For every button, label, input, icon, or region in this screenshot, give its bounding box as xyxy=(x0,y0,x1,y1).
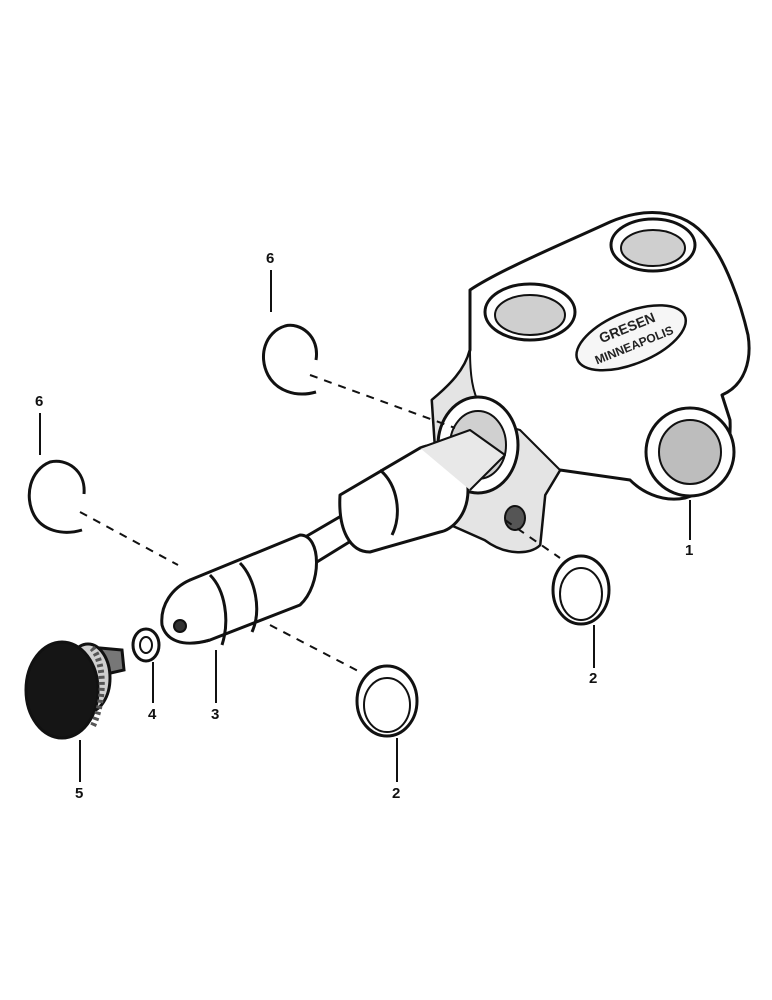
assembly-lines xyxy=(79,374,561,673)
callout-6-upper: 6 xyxy=(266,250,275,267)
seal-ring-right xyxy=(551,554,611,626)
callout-3: 3 xyxy=(211,706,220,723)
callout-6-left: 6 xyxy=(35,393,44,410)
callout-2-lower: 2 xyxy=(392,785,401,802)
valve-body: GRESEN MINNEAPOLIS xyxy=(430,211,751,554)
callout-2-right: 2 xyxy=(589,670,598,687)
assembly-line-upper-ring xyxy=(309,374,456,429)
callout-1: 1 xyxy=(685,542,694,559)
assembly-line-left-ring xyxy=(79,511,179,566)
spool xyxy=(160,429,506,646)
assembly-line-right-seal xyxy=(504,519,561,559)
seal-ring-lower xyxy=(355,664,419,738)
washer xyxy=(131,627,161,663)
leader-lines xyxy=(39,270,691,782)
assembly-line-lower-seal xyxy=(269,624,361,673)
knob xyxy=(24,640,126,740)
snap-ring-upper xyxy=(262,323,318,396)
callout-4: 4 xyxy=(148,706,157,723)
snap-ring-left xyxy=(27,459,86,534)
callout-5: 5 xyxy=(75,785,84,802)
